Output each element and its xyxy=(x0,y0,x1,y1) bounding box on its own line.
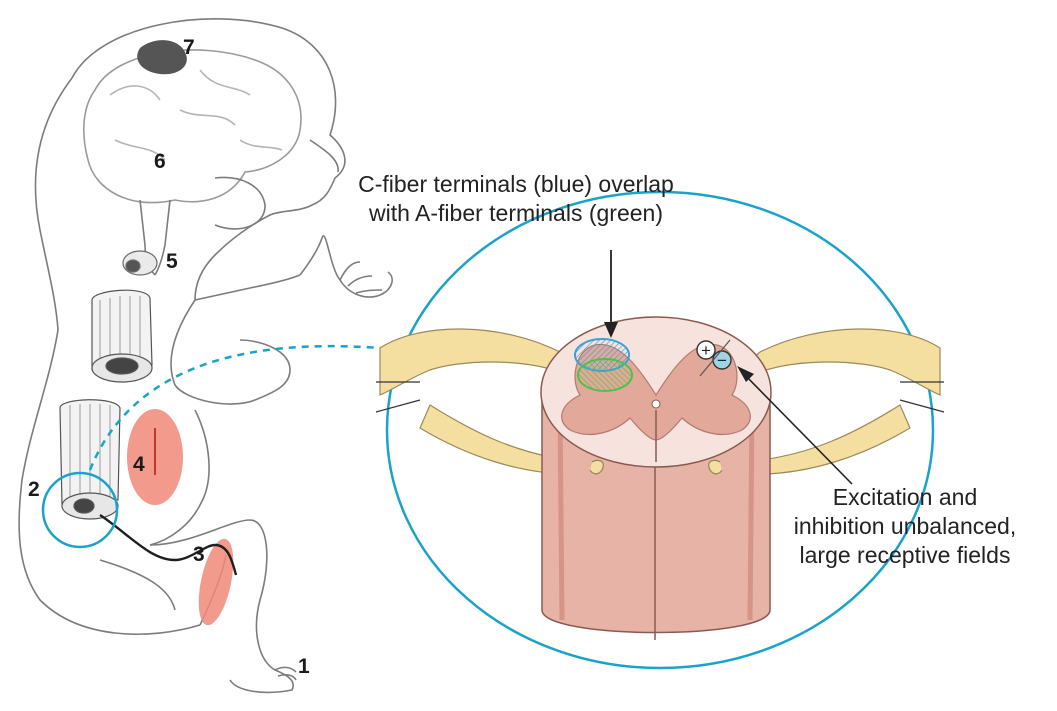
caption-excitation-line3: large receptive fields xyxy=(775,541,1035,570)
caption-excitation-line1: Excitation and xyxy=(775,483,1035,512)
caption-terminals: C-fiber terminals (blue) overlap with A-… xyxy=(276,170,756,228)
label-1: 1 xyxy=(298,655,310,679)
svg-text:+: + xyxy=(701,341,711,360)
label-7: 7 xyxy=(183,36,195,60)
label-4: 4 xyxy=(133,453,145,477)
label-2: 2 xyxy=(28,478,40,502)
spinal-cord-cylinder xyxy=(541,317,771,640)
spinal-segment-lower xyxy=(60,400,120,519)
label-3: 3 xyxy=(193,543,205,567)
caption-excitation: Excitation and inhibition unbalanced, la… xyxy=(775,483,1035,570)
caption-terminals-line2: with A-fiber terminals (green) xyxy=(276,199,756,228)
caption-excitation-line2: inhibition unbalanced, xyxy=(775,512,1035,541)
plus-symbol: + xyxy=(697,341,715,360)
minus-symbol: − xyxy=(713,351,731,370)
a-fiber-terminal xyxy=(578,359,632,391)
caption-terminals-line1: C-fiber terminals (blue) overlap xyxy=(276,170,756,199)
brain-region-marker xyxy=(137,40,187,74)
spinal-segment-upper xyxy=(92,290,152,382)
label-6: 6 xyxy=(154,150,166,174)
label-5: 5 xyxy=(166,250,178,274)
brainstem-segment xyxy=(123,251,157,275)
